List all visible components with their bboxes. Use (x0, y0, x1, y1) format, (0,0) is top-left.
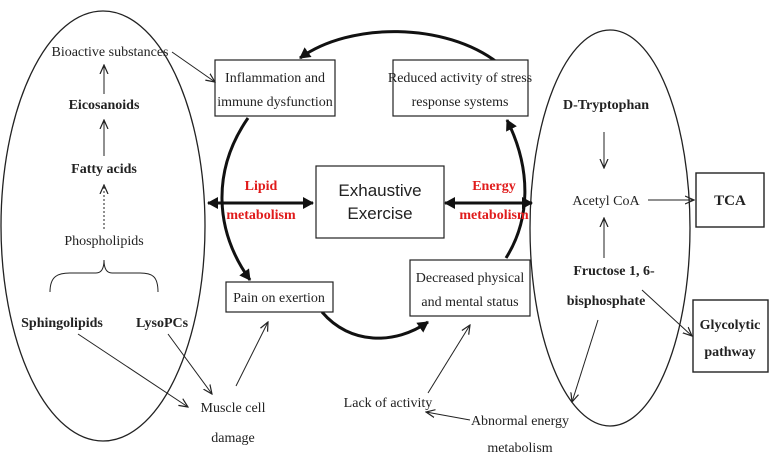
muscle-line1: Muscle cell (201, 401, 266, 416)
abnormal-line1: Abnormal energy (471, 414, 569, 429)
center-box (315, 165, 445, 239)
bioactive-substances: Bioactive substances (51, 45, 168, 60)
brace (49, 259, 159, 293)
inflammation-line2: immune dysfunction (217, 95, 333, 110)
abnormal-line2: metabolism (487, 441, 552, 456)
inflammation-box (214, 59, 336, 117)
arrow-lysopcs-muscle (167, 333, 212, 394)
lipid-label-line2: metabolism (226, 208, 296, 223)
lipid-ellipse (0, 10, 206, 442)
cycle-arc-top (299, 30, 499, 65)
center-title-line1: Exhaustive (338, 181, 421, 200)
cycle-arc-left (220, 117, 252, 281)
sphingolipids: Sphingolipids (21, 316, 103, 331)
pain-label: Pain on exertion (233, 291, 325, 306)
fructose-line1: Fructose 1, 6- (573, 264, 655, 279)
eicosanoids: Eicosanoids (69, 98, 140, 113)
lipid-label-line1: Lipid (245, 179, 278, 194)
d-tryptophan: D-Tryptophan (563, 98, 649, 113)
glycolytic-line1: Glycolytic (700, 318, 761, 333)
stress-line1: Reduced activity of stress (388, 71, 532, 86)
lack-of-activity: Lack of activity (344, 396, 433, 411)
arrow-fructose-abnormal (572, 319, 599, 402)
cycle-arc-right (504, 119, 527, 259)
acetyl-coa: Acetyl CoA (572, 194, 640, 209)
tca-label: TCA (714, 193, 746, 209)
center-title-line2: Exercise (347, 204, 412, 223)
energy-label-line1: Energy (472, 179, 516, 194)
lysopcs: LysoPCs (136, 316, 189, 331)
phospholipids: Phospholipids (64, 234, 143, 249)
arrow-abnormal-lack (426, 412, 471, 421)
arrow-bioactive-inflammation (171, 51, 215, 82)
muscle-line2: damage (211, 431, 255, 446)
glycolytic-box (692, 299, 769, 373)
arrow-muscle-pain (235, 322, 268, 387)
cycle-arc-bottom (320, 311, 429, 340)
arrow-fructose-glycolytic (641, 289, 692, 336)
stress-line2: response systems (412, 95, 509, 110)
glycolytic-line2: pathway (704, 345, 755, 360)
decreased-line2: and mental status (421, 295, 518, 310)
stress-box (392, 59, 529, 117)
fructose-line2: bisphosphate (567, 294, 646, 309)
inflammation-line1: Inflammation and (225, 71, 325, 86)
energy-label-line2: metabolism (459, 208, 529, 223)
decreased-line1: Decreased physical (416, 271, 525, 286)
pain-box (225, 281, 334, 313)
fatty-acids: Fatty acids (71, 162, 137, 177)
arrow-lack-decreased (427, 325, 470, 394)
decreased-box (409, 259, 531, 317)
energy-ellipse (529, 29, 691, 427)
arrow-sphingolipids-muscle (77, 333, 188, 407)
tca-box (695, 172, 765, 228)
